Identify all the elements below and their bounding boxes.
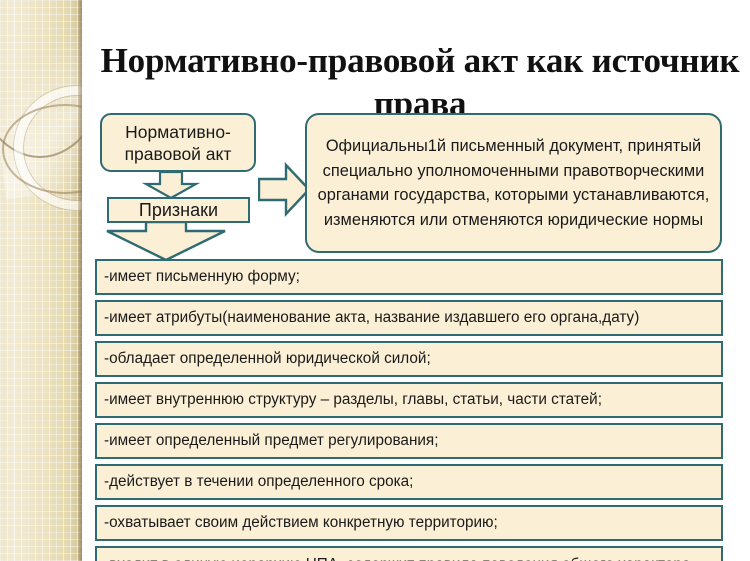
arrow-right-icon (257, 161, 311, 218)
arrow-down-wide-icon (104, 220, 228, 262)
list-item: -входит в единую иерархию НПА, содержит … (95, 546, 723, 561)
list-item: -имеет внутреннюю структуру – разделы, г… (95, 382, 723, 418)
source-concept-box: Нормативно-правовой акт (100, 113, 256, 172)
definition-text: Официальны1й письменный документ, принят… (317, 137, 710, 229)
definition-box: Официальны1й письменный документ, принят… (305, 113, 722, 253)
arrow-down-icon (141, 170, 201, 200)
features-heading-label: Признаки (138, 199, 219, 220)
list-item: -обладает определенной юридической силой… (95, 341, 723, 377)
decorative-sidebar (0, 0, 82, 561)
list-item: -имеет атрибуты(наименование акта, назва… (95, 300, 723, 336)
list-item: -имеет письменную форму; (95, 259, 723, 295)
list-item: -имеет определенный предмет регулировани… (95, 423, 723, 459)
list-item: -охватывает своим действием конкретную т… (95, 505, 723, 541)
features-heading-box: Признаки (107, 197, 250, 223)
sidebar-edge (78, 0, 82, 561)
features-list: -имеет письменную форму; -имеет атрибуты(… (95, 259, 723, 561)
list-item: -действует в течении определенного срока… (95, 464, 723, 500)
source-concept-label: Нормативно-правовой акт (124, 121, 232, 164)
